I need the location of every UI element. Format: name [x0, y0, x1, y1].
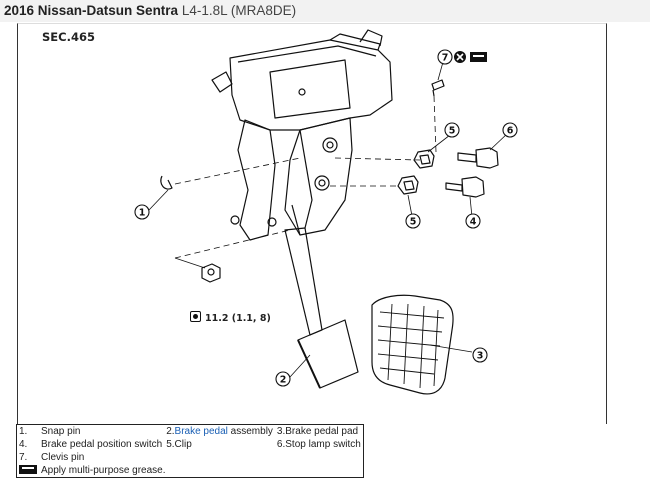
legend-item: Snap pin: [41, 426, 81, 437]
legend-row: 1. Snap pin 2.Brake pedal assembly 3.Bra…: [17, 425, 364, 439]
engine-spec: L4-1.8L (MRA8DE): [181, 3, 297, 18]
title-bar: [0, 0, 650, 22]
legend-number: 5.: [166, 439, 175, 450]
legend-item-text: Stop lamp switch: [285, 439, 361, 450]
legend-item-text: Clip: [174, 439, 192, 450]
callout-3: 3: [477, 351, 484, 362]
vehicle-name: 2016 Nissan-Datsun Sentra: [4, 3, 179, 18]
legend-number: 6.: [276, 439, 286, 450]
parts-legend: 1. Snap pin 2.Brake pedal assembly 3.Bra…: [16, 424, 364, 478]
callout-1: 1: [139, 208, 146, 219]
pedal-bracket-top: [229, 39, 393, 131]
grease-note: Apply multi-purpose grease.: [41, 465, 166, 476]
torque-callout: 11.2 (1.1, 8): [190, 311, 271, 324]
callout-5-lower: 5: [410, 217, 417, 228]
brake-pedal-pad: [371, 294, 454, 395]
callout-7: 7: [442, 53, 449, 64]
callout-markers: 1 2 3 4 5 5 6 7: [134, 49, 518, 387]
legend-number: 3.: [276, 426, 286, 437]
legend-item: 2.Brake pedal assembly: [164, 425, 275, 439]
legend-empty: [164, 451, 275, 464]
legend-row: 7. Clevis pin: [17, 451, 364, 464]
legend-number: 2.: [166, 426, 175, 437]
grease-icon: [19, 465, 37, 474]
grease-point-icon: [470, 52, 487, 62]
stop-lamp-switch: [457, 147, 499, 169]
legend-row: 4. Brake pedal position switch 5.Clip 6.…: [17, 438, 364, 451]
brake-pedal-link[interactable]: Brake pedal: [174, 426, 228, 437]
pedal-bracket-side: [237, 119, 276, 241]
callout-4: 4: [470, 217, 477, 228]
clevis-nut: [201, 263, 221, 283]
page-title: 2016 Nissan-Datsun Sentra L4-1.8L (MRA8D…: [4, 3, 296, 18]
legend-empty: [275, 451, 363, 464]
diagram-frame: [17, 23, 607, 424]
snap-pin: [160, 175, 173, 190]
pedal-foot-plate: [297, 319, 359, 389]
callout-2: 2: [280, 375, 287, 386]
legend-item: 6.Stop lamp switch: [275, 438, 363, 451]
legend-row: Apply multi-purpose grease.: [17, 464, 364, 478]
legend-item: 3.Brake pedal pad: [275, 425, 363, 439]
legend-item-text: Brake pedal pad: [285, 426, 359, 437]
clip-lower: [397, 175, 419, 195]
callout-5-upper: 5: [449, 126, 456, 137]
clip-upper: [413, 149, 435, 169]
callout-6: 6: [507, 126, 514, 137]
legend-number: 1.: [19, 426, 28, 437]
legend-number: 7.: [19, 452, 28, 463]
torque-value: 11.2 (1.1, 8): [205, 313, 271, 324]
torque-icon: [190, 311, 201, 322]
grease-icon-cell: [17, 464, 40, 478]
do-not-reuse-icon: [454, 51, 466, 63]
clevis-pin: [431, 79, 445, 97]
legend-item: Brake pedal position switch: [41, 439, 163, 450]
legend-item: 5.Clip: [164, 438, 275, 451]
pedal-arm: [284, 227, 323, 336]
legend-item: Clevis pin: [41, 452, 85, 463]
section-label: SEC.465: [42, 30, 95, 44]
position-switch: [445, 176, 485, 198]
legend-item-suffix: assembly: [227, 426, 273, 437]
legend-number: 4.: [19, 439, 28, 450]
